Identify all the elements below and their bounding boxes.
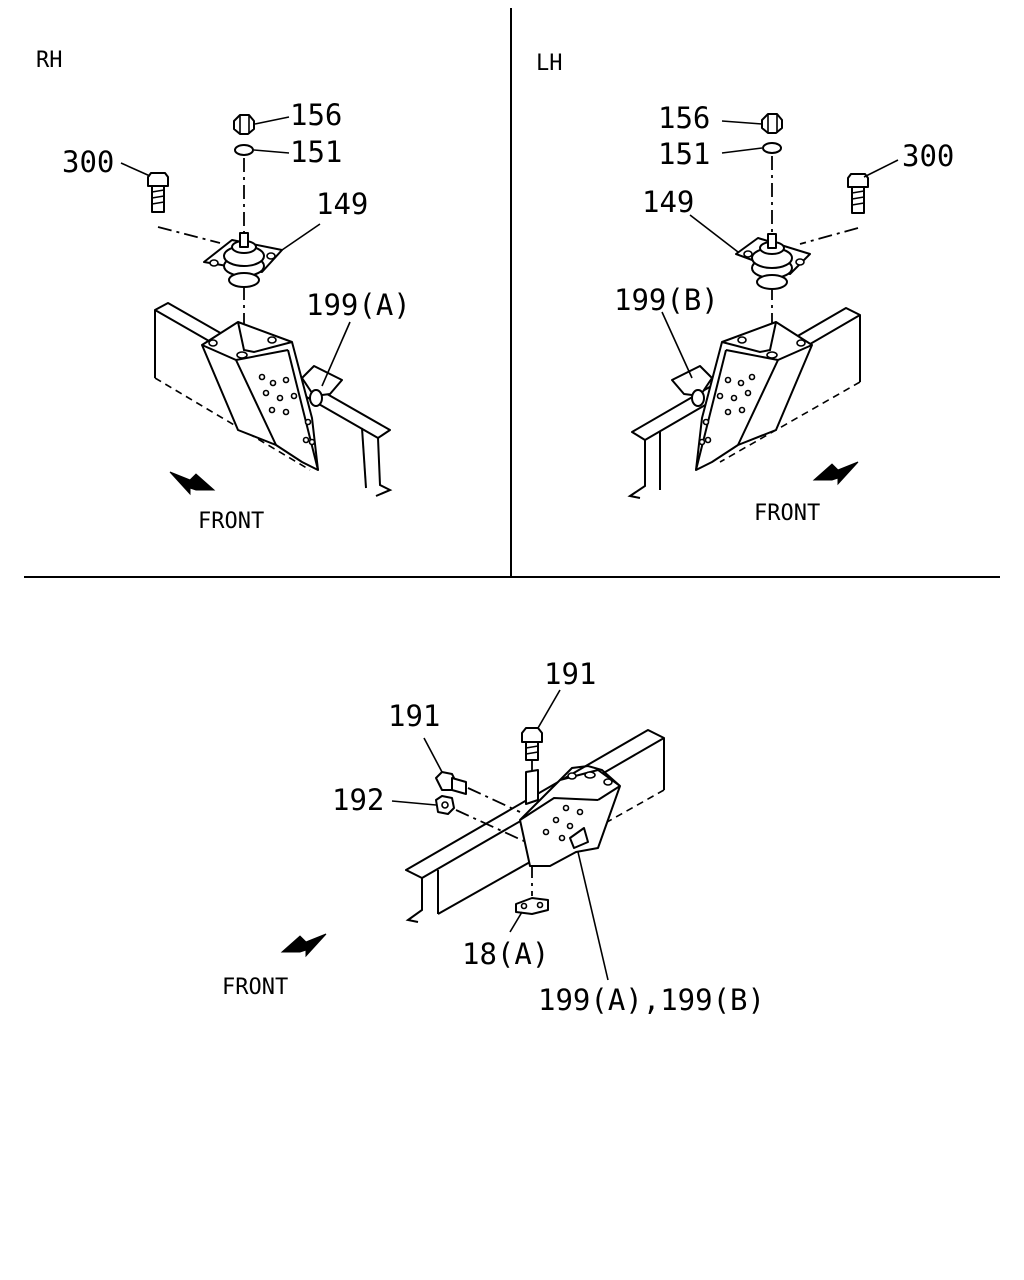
lh-bracket bbox=[671, 321, 813, 471]
rh-callout-151: 151 bbox=[290, 135, 342, 169]
bottom-front-arrow-icon bbox=[280, 933, 327, 958]
bottom-callouts bbox=[391, 689, 609, 981]
lh-washer-151 bbox=[762, 142, 782, 154]
rh-callout-156: 156 bbox=[290, 98, 342, 132]
bottom-nut-192 bbox=[435, 795, 455, 815]
lh-front-label: FRONT bbox=[754, 501, 820, 526]
rh-callout-199: 199(A) bbox=[306, 288, 411, 322]
bottom-callout-18a: 18(A) bbox=[462, 937, 549, 971]
bottom-bolt-191-left bbox=[435, 771, 467, 795]
lh-callout-300: 300 bbox=[902, 139, 954, 173]
rh-nut-156 bbox=[233, 114, 255, 135]
rh-washer-151 bbox=[234, 144, 254, 156]
lh-callouts bbox=[661, 120, 899, 379]
rh-mount-149 bbox=[203, 232, 283, 288]
lh-callout-151: 151 bbox=[658, 137, 710, 171]
lh-nut-156 bbox=[761, 113, 783, 134]
panel-dividers bbox=[24, 8, 1000, 578]
rh-front-label: FRONT bbox=[198, 509, 264, 534]
rh-bolt-300 bbox=[147, 172, 169, 213]
bottom-plate-18a bbox=[515, 897, 549, 915]
lh-callout-199: 199(B) bbox=[614, 283, 719, 317]
rh-callout-300: 300 bbox=[62, 145, 114, 179]
rh-header: RH bbox=[36, 48, 63, 73]
bottom-panel: FRONT 191 191 192 18(A) 199(A),199(B) bbox=[222, 657, 765, 1017]
rh-callout-149: 149 bbox=[316, 187, 368, 221]
rh-panel: RH bbox=[36, 48, 411, 534]
rh-callouts bbox=[120, 116, 351, 387]
lh-bolt-300 bbox=[847, 173, 869, 214]
rh-bracket bbox=[201, 321, 343, 471]
lh-panel: LH bbox=[536, 51, 954, 526]
bottom-front-label: FRONT bbox=[222, 975, 288, 1000]
bottom-callout-199: 199(A),199(B) bbox=[538, 983, 765, 1017]
lh-callout-149: 149 bbox=[642, 185, 694, 219]
lh-callout-156: 156 bbox=[658, 101, 710, 135]
lh-header: LH bbox=[536, 51, 563, 76]
lh-mount-149 bbox=[735, 233, 811, 290]
bottom-bolt-191-top bbox=[521, 727, 543, 761]
rh-front-arrow-icon bbox=[169, 471, 216, 496]
bottom-callout-191-top: 191 bbox=[544, 657, 596, 691]
bottom-callout-192: 192 bbox=[332, 783, 384, 817]
bottom-callout-191-left: 191 bbox=[388, 699, 440, 733]
lh-front-arrow-icon bbox=[812, 461, 859, 486]
bottom-bracket bbox=[519, 764, 621, 867]
